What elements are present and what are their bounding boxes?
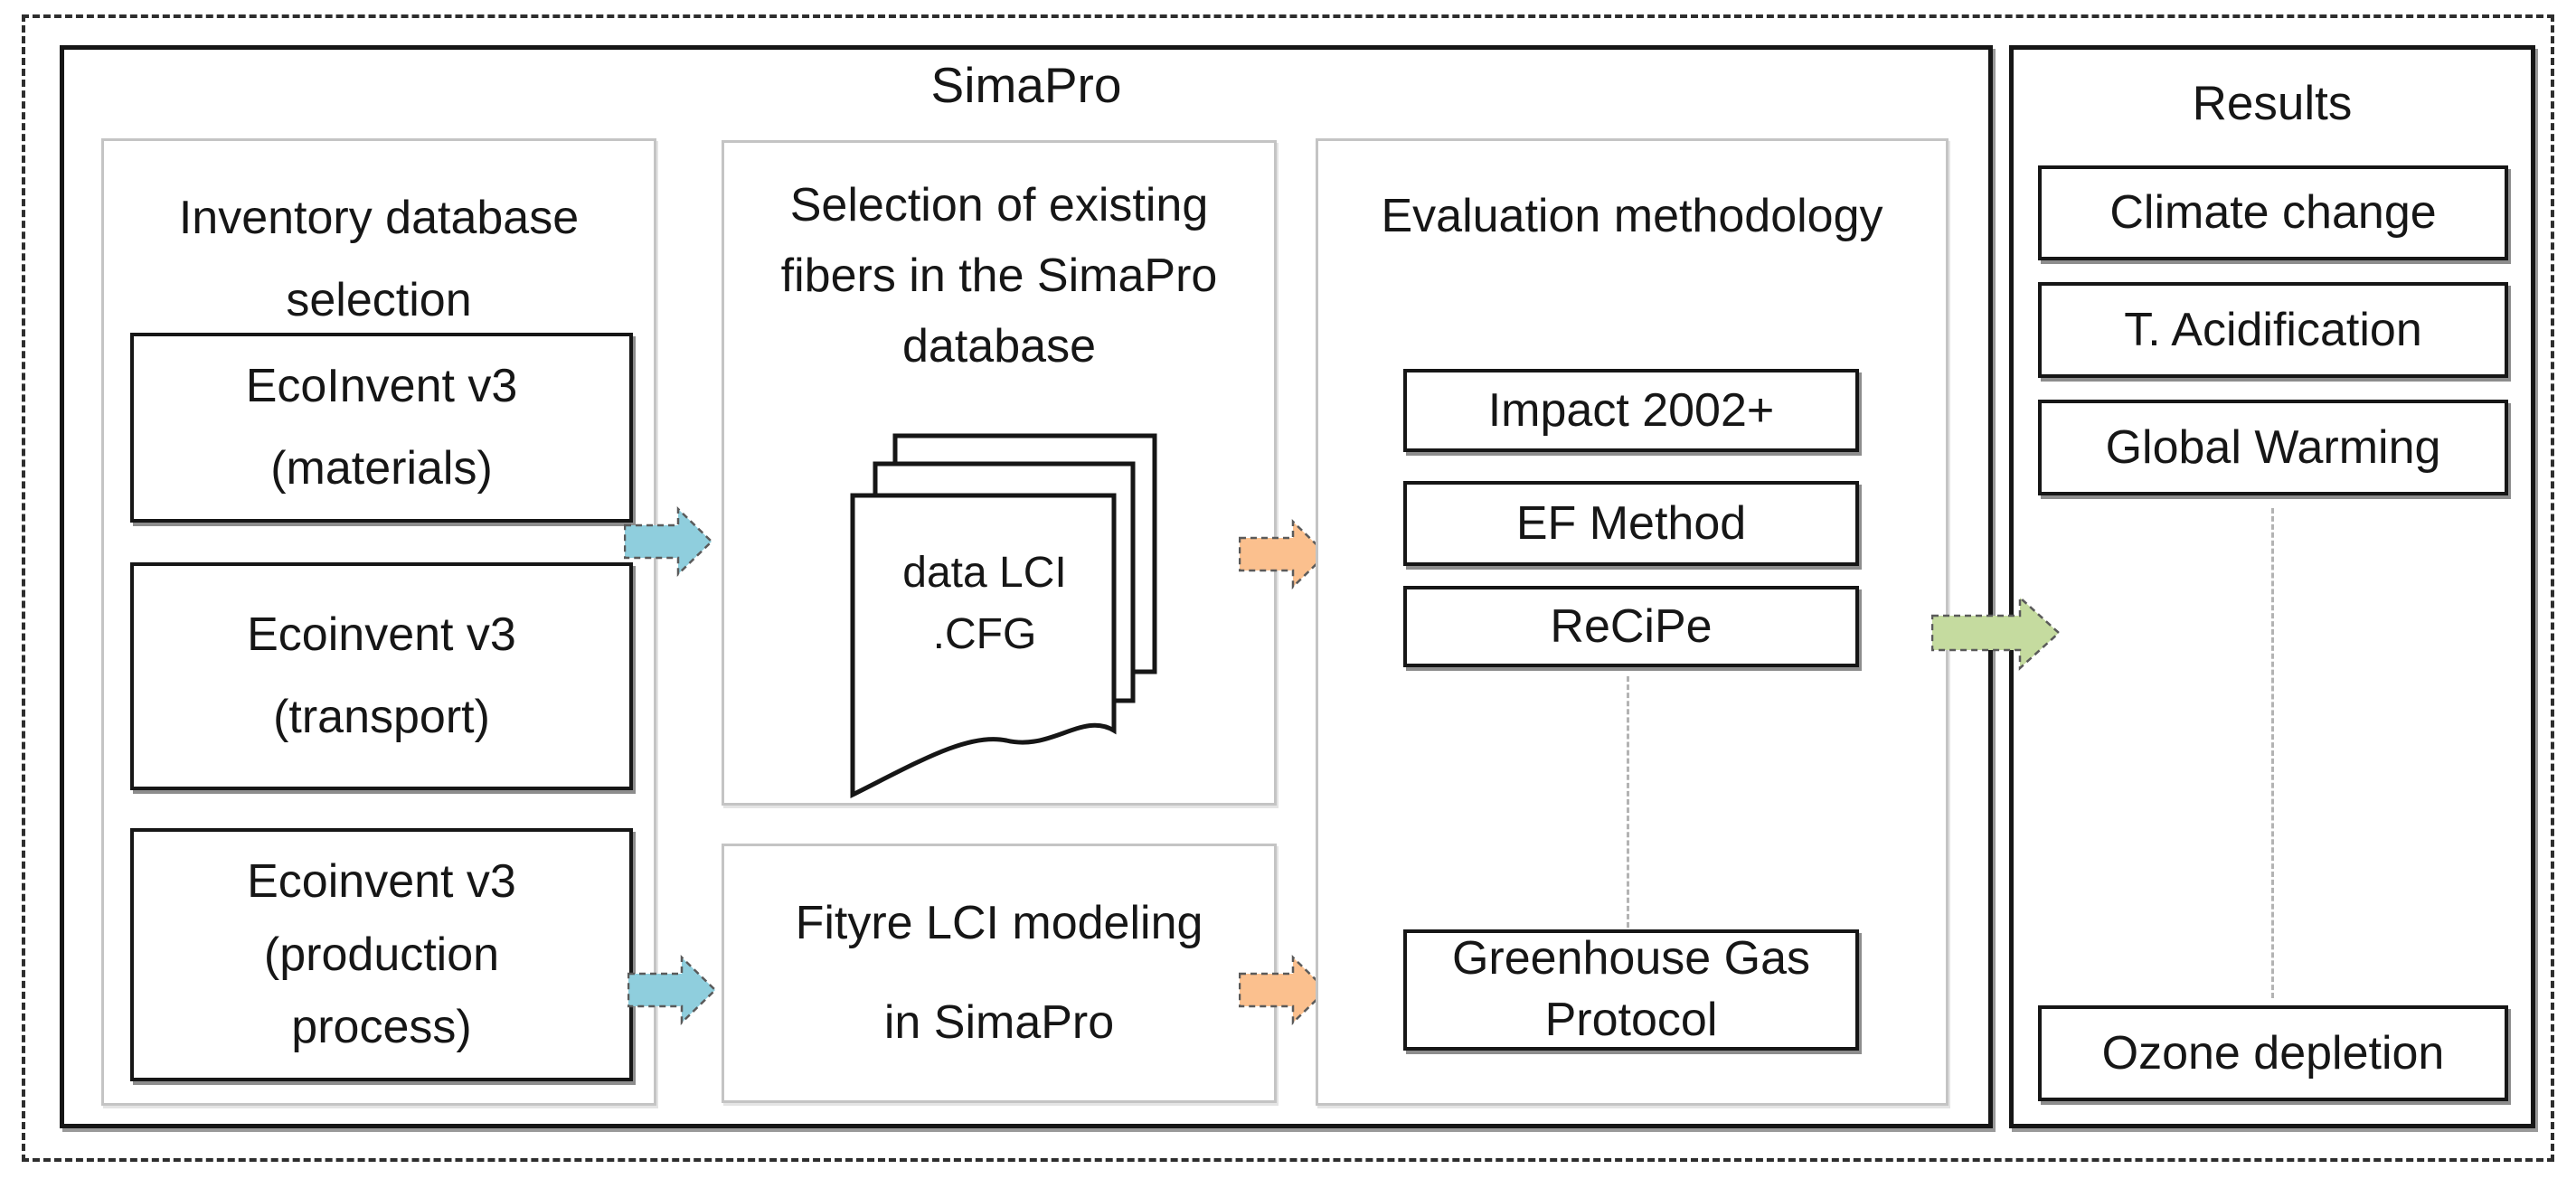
- simapro-title: SimaPro: [930, 57, 1122, 113]
- arrow-right-orange-bottom-icon: [1239, 955, 1328, 1025]
- box-global-warming: Global Warming: [2038, 400, 2508, 495]
- arrow-shape: [624, 506, 713, 577]
- arrow-right-blue-top-icon: [624, 506, 713, 577]
- results-title: Results: [2192, 77, 2353, 130]
- selection-column-header: Selection of existing fibers in the Sima…: [722, 170, 1277, 382]
- arrow-right-orange-top-icon: [1239, 519, 1328, 589]
- box-climate-change-label: Climate change: [2109, 186, 2437, 240]
- box-t-acidification-label: T. Acidification: [2124, 303, 2422, 356]
- box-recipe: ReCiPe: [1403, 586, 1859, 667]
- arrow-right-green-icon: [1931, 595, 2061, 671]
- box-global-warming-label: Global Warming: [2105, 420, 2441, 474]
- fityre-label-line2: in SimaPro: [883, 995, 1115, 1049]
- box-t-acidification: T. Acidification: [2038, 282, 2508, 378]
- arrow-shape: [1239, 955, 1328, 1025]
- box-ecoinvent-production-line3: process): [291, 1001, 472, 1054]
- selection-header-line2: fibers in the SimaPro: [780, 250, 1218, 302]
- document-stack-icon: [850, 433, 1157, 799]
- box-ecoinvent-transport-line1: Ecoinvent v3: [247, 608, 516, 661]
- document-page-front: [850, 493, 1117, 799]
- box-recipe-label: ReCiPe: [1550, 599, 1713, 653]
- inventory-header-line2: selection: [286, 274, 472, 326]
- box-ecoinvent-production-line1: Ecoinvent v3: [247, 855, 516, 909]
- box-climate-change: Climate change: [2038, 165, 2508, 260]
- arrow-shape: [1931, 595, 2061, 671]
- arrow-right-blue-bottom-icon: [627, 955, 717, 1025]
- box-impact-2002-label: Impact 2002+: [1487, 383, 1775, 437]
- box-ecoinvent-transport: Ecoinvent v3 (transport): [130, 562, 633, 790]
- fityre-label-line1: Fityre LCI modeling: [795, 897, 1203, 950]
- box-ozone-depletion-label: Ozone depletion: [2101, 1026, 2445, 1080]
- outer-dashed-border: [22, 14, 2554, 1162]
- document-label-line2: .CFG: [932, 610, 1037, 659]
- results-dashed-connector: [2271, 508, 2274, 998]
- box-ecoinvent-production-line2: (production: [263, 928, 500, 981]
- inventory-header-line1: Inventory database: [178, 192, 580, 244]
- box-ecoinvent-production: Ecoinvent v3 (production process): [130, 828, 633, 1081]
- box-greenhouse-gas-protocol: Greenhouse Gas Protocol: [1403, 929, 1859, 1051]
- evaluation-dashed-connector: [1627, 676, 1629, 928]
- arrow-shape: [627, 955, 717, 1025]
- box-ecoinvent-materials: EcoInvent v3 (materials): [130, 333, 633, 523]
- fityre-label: Fityre LCI modeling in SimaPro: [724, 846, 1274, 1100]
- box-ozone-depletion: Ozone depletion: [2038, 1005, 2508, 1101]
- fityre-box: Fityre LCI modeling in SimaPro: [722, 844, 1277, 1103]
- evaluation-column-header: Evaluation methodology: [1381, 190, 1883, 242]
- box-ghg-line2: Protocol: [1544, 994, 1718, 1046]
- arrow-shape: [1239, 519, 1328, 589]
- box-ghg-line1: Greenhouse Gas: [1451, 932, 1811, 985]
- selection-header-line1: Selection of existing: [789, 179, 1209, 231]
- selection-header-line3: database: [902, 320, 1096, 372]
- inventory-column-header: Inventory database selection: [101, 177, 656, 342]
- document-label-line1: data LCI: [902, 549, 1067, 597]
- box-ecoinvent-transport-line2: (transport): [273, 691, 490, 743]
- box-impact-2002: Impact 2002+: [1403, 369, 1859, 452]
- box-ef-method-label: EF Method: [1515, 496, 1747, 550]
- box-ecoinvent-materials-line2: (materials): [270, 442, 493, 495]
- box-ef-method: EF Method: [1403, 481, 1859, 566]
- document-label: data LCI .CFG: [853, 542, 1117, 665]
- box-ecoinvent-materials-line1: EcoInvent v3: [245, 360, 518, 412]
